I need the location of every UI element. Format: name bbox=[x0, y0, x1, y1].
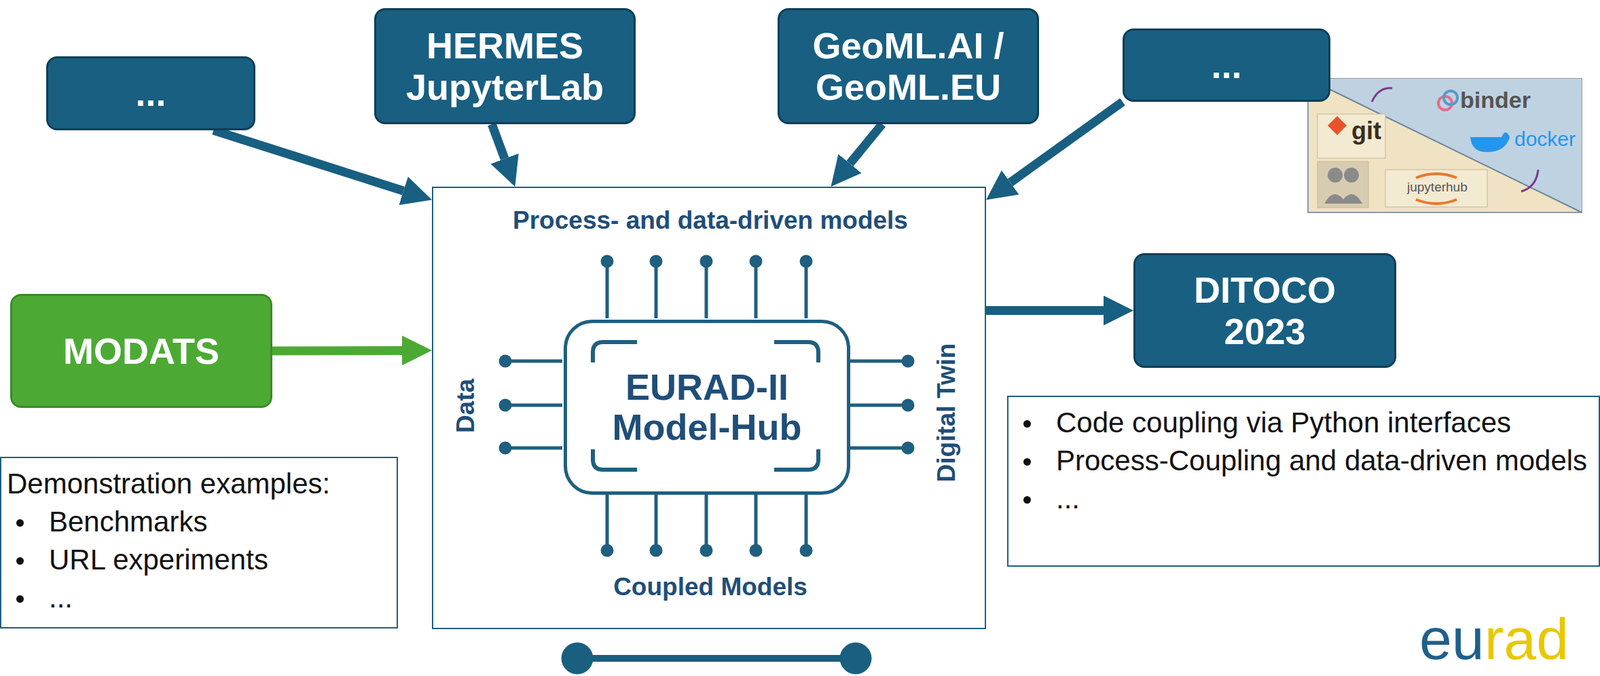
hub-frame: Process- and data-driven modelsData Digit… bbox=[431, 186, 987, 630]
project-box: MODATS bbox=[10, 294, 273, 409]
source-box: ... bbox=[1122, 28, 1331, 102]
target-box: DITOCO 2023 bbox=[1133, 253, 1397, 369]
node-label: GeoML.AI / GeoML.EU bbox=[806, 25, 1010, 108]
bullet-item: ... bbox=[6, 579, 388, 618]
bullet-dot bbox=[16, 519, 24, 527]
bullet-dot bbox=[1023, 496, 1031, 504]
flow-arrow bbox=[272, 346, 403, 356]
bullet-item: Process-Coupling and data-driven models bbox=[1013, 442, 1590, 481]
source-box: GeoML.AI / GeoML.EU bbox=[777, 8, 1040, 125]
frame-label: Process- and data-driven models bbox=[512, 206, 908, 235]
chip-pins bbox=[500, 256, 913, 556]
flow-arrow bbox=[213, 130, 404, 191]
bullet-dot bbox=[16, 595, 24, 604]
bullet-text: ... bbox=[1056, 482, 1080, 515]
source-box: ... bbox=[46, 56, 256, 131]
bullet-item: URL experiments bbox=[6, 541, 388, 580]
chip-brackets bbox=[592, 342, 819, 470]
eurad-logo: eurad bbox=[1419, 605, 1569, 674]
note-box: Demonstration examples:BenchmarksURL exp… bbox=[0, 457, 398, 629]
flow-arrow bbox=[986, 306, 1104, 316]
docker-logo-text: docker bbox=[1514, 127, 1576, 151]
node-label: MODATS bbox=[63, 330, 220, 373]
bullet-text: Code coupling via Python interfaces bbox=[1056, 406, 1512, 439]
model-hub-chip: EURAD-II Model-Hub bbox=[563, 319, 851, 496]
node-label: ... bbox=[1210, 44, 1242, 86]
node-label: EURAD-II Model-Hub bbox=[601, 367, 813, 449]
bullet-text: Benchmarks bbox=[48, 505, 208, 538]
node-label: Demonstration examples: bbox=[6, 465, 388, 504]
frame-label: Data bbox=[451, 378, 481, 434]
frame-label: Digital Twin bbox=[932, 343, 961, 483]
frame-label: Coupled Models bbox=[613, 573, 808, 602]
node-label: HERMES JupyterLab bbox=[403, 25, 607, 108]
bullet-item: Benchmarks bbox=[6, 503, 388, 542]
bullet-dot bbox=[1023, 458, 1031, 466]
bullet-dot bbox=[1023, 420, 1031, 428]
bullet-item: ... bbox=[1013, 480, 1590, 519]
tools-inset bbox=[1307, 78, 1582, 213]
bullet-item: Code coupling via Python interfaces bbox=[1013, 404, 1590, 443]
bullet-text: URL experiments bbox=[48, 543, 269, 576]
bullet-text: ... bbox=[48, 582, 73, 614]
node-label: DITOCO 2023 bbox=[1162, 269, 1368, 352]
jupyterhub-logo-text: jupyterhub bbox=[1407, 179, 1468, 195]
bullet-text: Process-Coupling and data-driven models bbox=[1056, 444, 1588, 477]
node-label: ... bbox=[135, 72, 166, 114]
git-logo-text: git bbox=[1351, 116, 1382, 146]
dumbbell-bar bbox=[561, 643, 872, 675]
flow-arrow bbox=[849, 124, 883, 164]
source-box: HERMES JupyterLab bbox=[374, 8, 636, 125]
note-box: Code coupling via Python interfacesProce… bbox=[1007, 395, 1600, 568]
bullet-dot bbox=[16, 557, 24, 566]
flow-arrow bbox=[491, 124, 505, 159]
binder-logo-text: binder bbox=[1460, 86, 1531, 114]
